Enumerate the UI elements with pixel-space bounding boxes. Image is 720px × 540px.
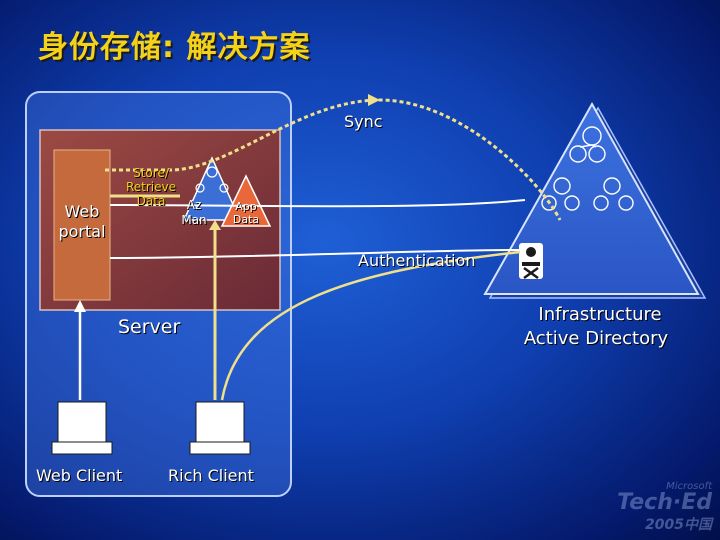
- web-portal-label: Web portal: [58, 202, 106, 241]
- rich-client-label: Rich Client: [168, 466, 254, 485]
- rich-client-arrowhead: [209, 220, 221, 230]
- authentication-connector-2: [109, 199, 526, 208]
- rich-client-computer: [189, 401, 251, 455]
- store-retrieve-label: Store/ Retrieve Data: [125, 166, 177, 208]
- active-directory-label: Active Directory: [523, 328, 669, 349]
- logo-region: 中国: [684, 517, 712, 533]
- slide-title: 身份存储: 解决方案: [38, 30, 311, 65]
- rich-client-auth-connector: [220, 250, 521, 401]
- logo-brand: Microsoft: [666, 481, 712, 492]
- logo-name: Tech·Ed: [617, 490, 712, 515]
- app-data-triangle: [220, 174, 272, 227]
- authentication-connector: [109, 249, 521, 259]
- teched-logo: Microsoft Tech·Ed 2005中国: [617, 481, 712, 534]
- web-client-computer: [51, 401, 113, 455]
- azman-label: Az Man: [181, 198, 207, 227]
- active-directory-triangle: [483, 101, 700, 295]
- web-client-label: Web Client: [36, 466, 123, 485]
- azman-tree: [195, 166, 229, 193]
- web-portal-box: [53, 149, 111, 301]
- sync-label: Sync: [344, 112, 383, 131]
- sync-arrowhead: [368, 94, 380, 106]
- infrastructure-label: Infrastructure: [538, 304, 662, 325]
- user-icon: [519, 243, 543, 280]
- authentication-label: Authentication: [358, 251, 476, 270]
- web-client-arrowhead: [74, 300, 86, 312]
- app-data-label: App Data: [232, 200, 260, 226]
- server-label: Server: [118, 316, 181, 338]
- logo-year: 2005: [645, 517, 684, 533]
- directory-tree: [541, 126, 634, 211]
